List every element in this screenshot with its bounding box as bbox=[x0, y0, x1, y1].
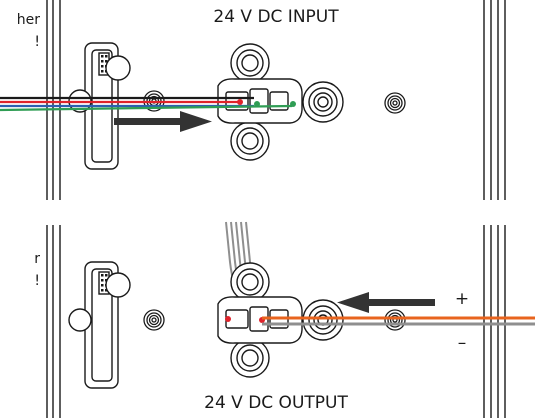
bottom-grommet-right bbox=[384, 309, 406, 331]
bottom-title: 24 V DC OUTPUT bbox=[204, 393, 348, 413]
bottom-terminal-red-1 bbox=[225, 316, 231, 322]
top-cut-text-1: her bbox=[17, 12, 40, 28]
bottom-cut-text-1: r bbox=[34, 251, 40, 267]
top-grommet-right bbox=[384, 92, 406, 114]
bottom-arrow bbox=[337, 292, 435, 313]
bottom-connector-cluster bbox=[217, 262, 344, 378]
top-connector-cluster bbox=[217, 43, 344, 161]
bottom-grommet-left bbox=[143, 309, 165, 331]
top-panel: her ! 24 V DC INPUT bbox=[0, 0, 506, 200]
bottom-bracket bbox=[68, 261, 131, 389]
top-terminal-green-2 bbox=[290, 101, 296, 107]
top-terminal-red bbox=[237, 99, 243, 105]
top-title: 24 V DC INPUT bbox=[213, 7, 339, 27]
top-terminal-green bbox=[254, 101, 260, 107]
minus-label: – bbox=[458, 333, 467, 353]
bottom-right-frame-rails bbox=[483, 225, 506, 418]
top-arrow bbox=[114, 111, 212, 132]
bottom-cut-text-2: ! bbox=[34, 273, 40, 289]
top-cut-text-2: ! bbox=[34, 34, 40, 50]
bottom-left-frame-rails bbox=[46, 225, 61, 418]
top-input-wires bbox=[0, 96, 293, 112]
plus-label: + bbox=[455, 289, 469, 309]
bottom-panel: r ! 24 V DC OUTPUT bbox=[34, 221, 535, 418]
bottom-output-wires bbox=[262, 316, 535, 326]
top-left-frame-rails bbox=[46, 0, 61, 200]
top-right-frame-rails bbox=[483, 0, 506, 200]
